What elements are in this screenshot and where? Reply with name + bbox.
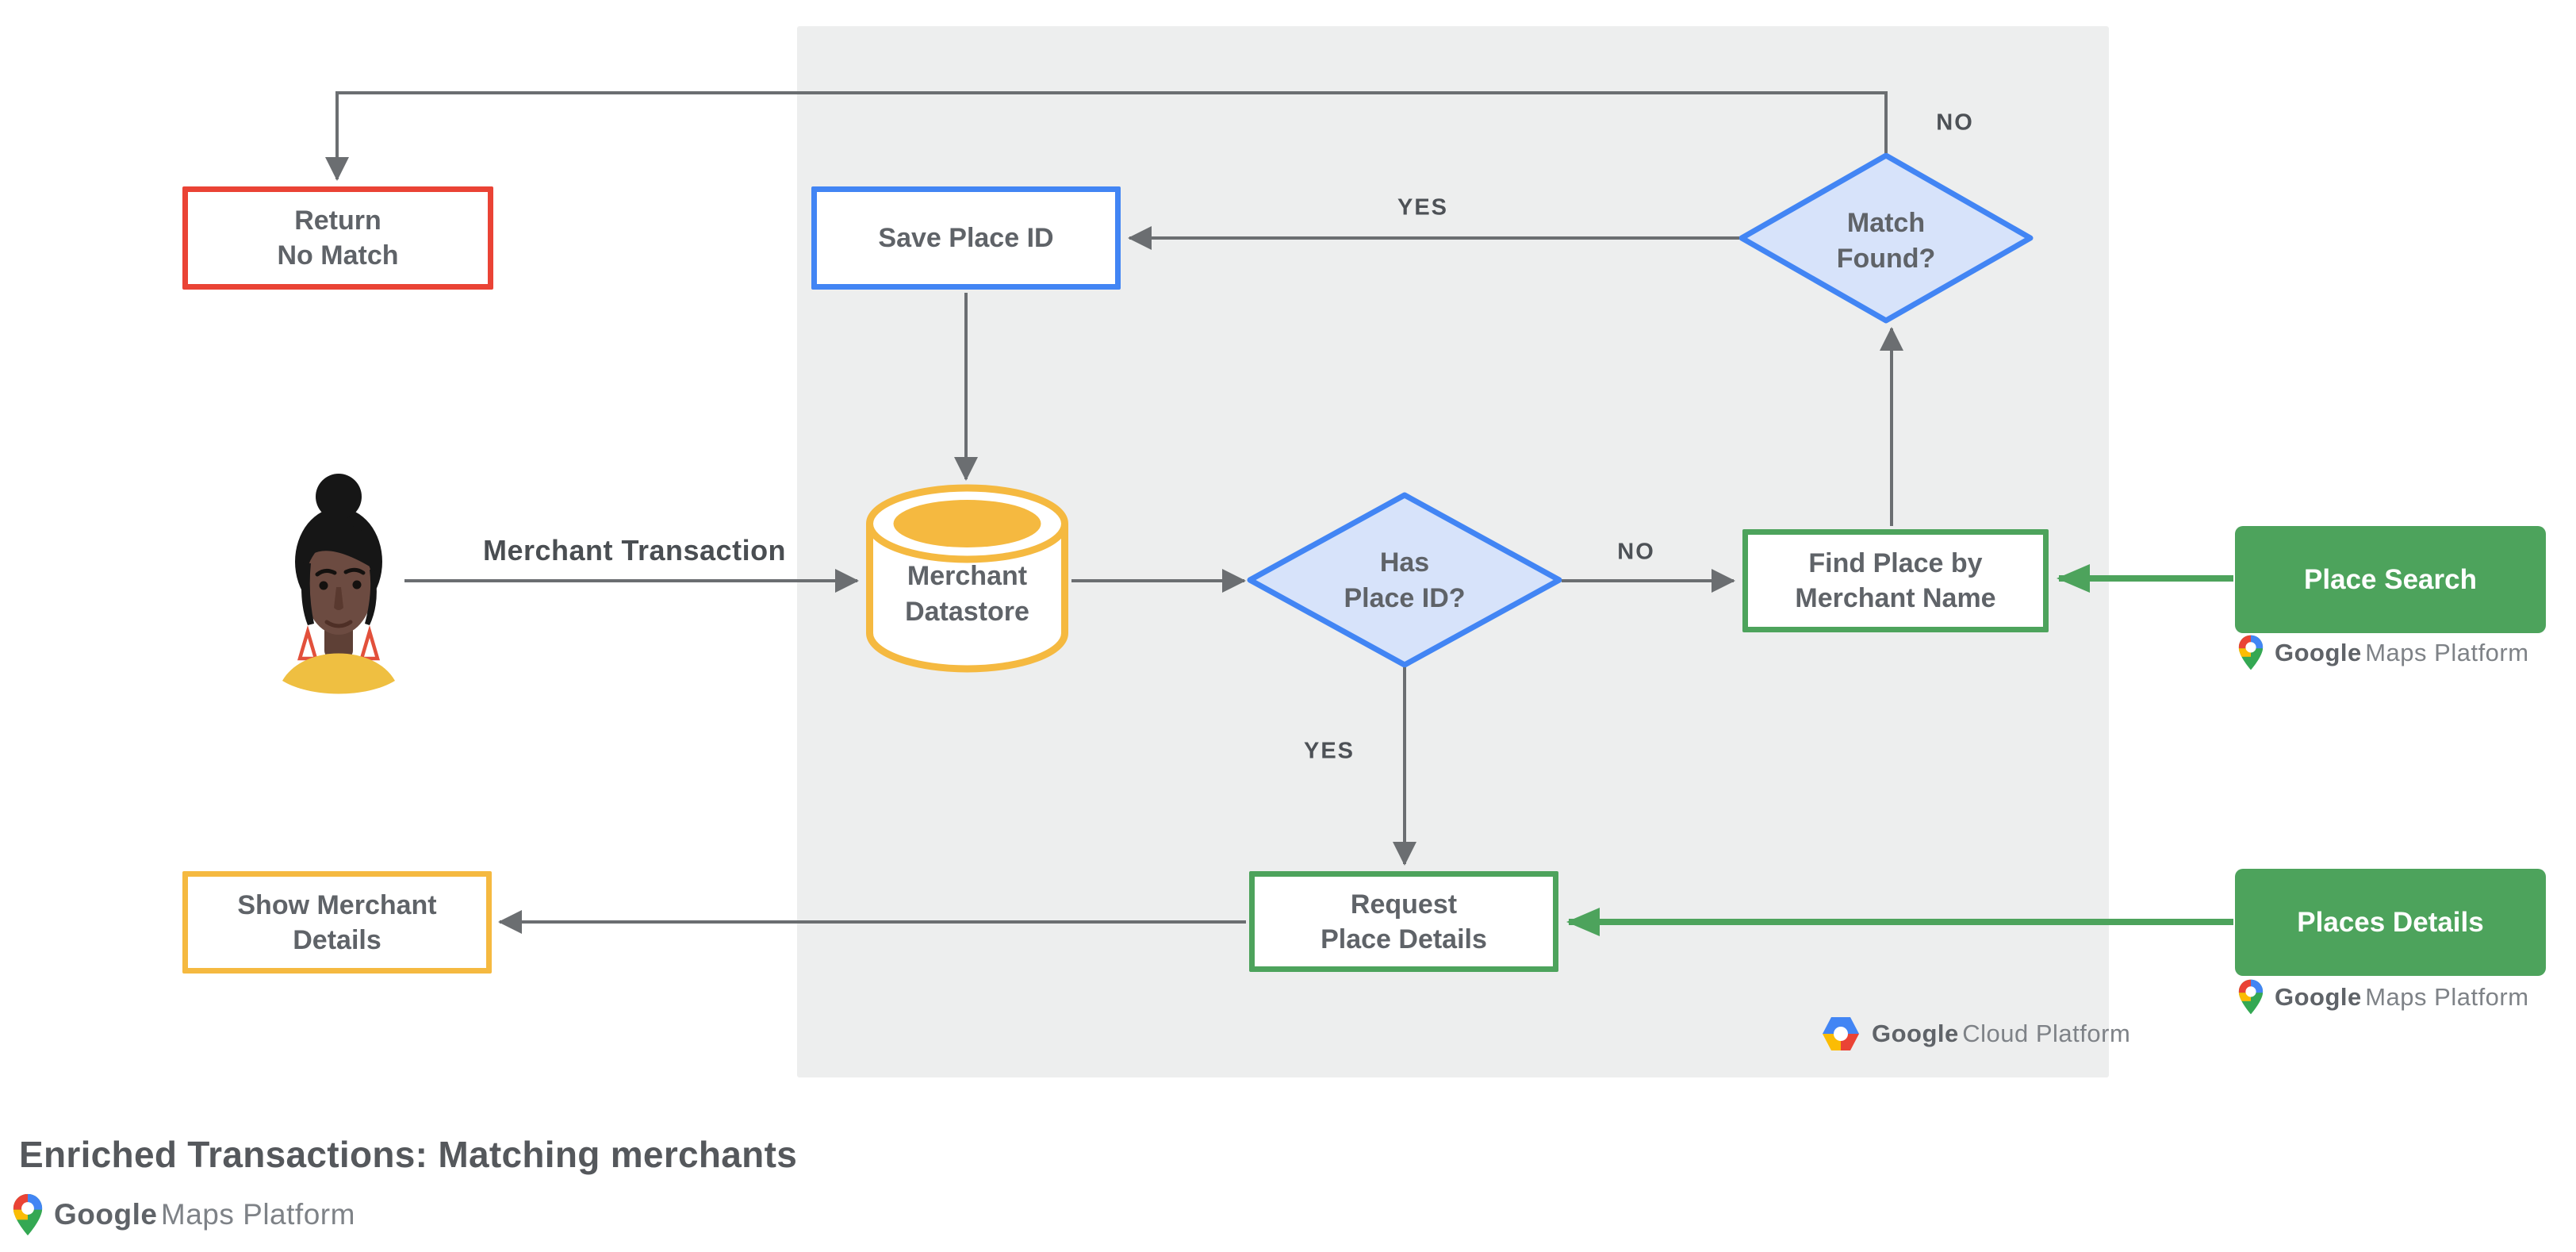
node-label: Has xyxy=(1379,547,1430,578)
logo-text-product: Maps Platform xyxy=(160,1198,355,1231)
node-label: Match xyxy=(1846,208,1926,238)
gmp-wordmark: Google Maps Platform xyxy=(2275,983,2529,1012)
edge-label-merchant-transaction: Merchant Transaction xyxy=(482,534,787,566)
gcp-lockup: Google Cloud Platform xyxy=(1821,1016,2130,1052)
diamond-has-place-id xyxy=(1247,492,1562,668)
label-merchant-datastore: Merchant Datastore xyxy=(868,559,1067,630)
edge-label-has-place-id-no: NO xyxy=(1617,539,1655,565)
gray-arrows xyxy=(325,91,1903,934)
logo-text-google: Google xyxy=(2275,638,2362,666)
gcp-hexagon-icon xyxy=(1823,1017,1859,1050)
person-avatar-icon xyxy=(282,474,395,694)
place-search-api-badge: Place Search xyxy=(2235,526,2546,633)
green-arrows xyxy=(1566,564,2233,936)
node-label: Details xyxy=(293,924,381,955)
node-label: Place ID? xyxy=(1344,583,1466,613)
node-request-place-details: Request Place Details xyxy=(1249,871,1558,972)
logo-text-google: Google xyxy=(2275,982,2362,1011)
logo-text-google: Google xyxy=(1872,1020,1959,1047)
gmp-lockup-place-search: Google Maps Platform xyxy=(2238,635,2529,670)
node-label: Find Place by xyxy=(1808,548,1983,578)
google-maps-pin-icon xyxy=(2238,979,2264,1015)
node-label: Found? xyxy=(1836,244,1936,274)
node-label: Save Place ID xyxy=(878,223,1054,253)
label-has-place-id: Has Place ID? xyxy=(1301,545,1508,616)
gmp-lockup-footer: Google Maps Platform xyxy=(13,1193,355,1236)
logo-text-google: Google xyxy=(54,1198,158,1231)
arrow-matchfound-no-to-return xyxy=(325,91,1888,181)
node-label: Datastore xyxy=(905,597,1029,627)
node-save-place-id: Save Place ID xyxy=(811,186,1121,290)
badge-label: Place Search xyxy=(2304,563,2477,595)
logo-text-product: Cloud Platform xyxy=(1962,1020,2131,1047)
logo-text-product: Maps Platform xyxy=(2365,982,2529,1011)
node-label: Merchant xyxy=(907,561,1028,591)
logo-text-product: Maps Platform xyxy=(2365,638,2529,666)
diamond-match-found xyxy=(1738,152,2034,324)
node-label: No Match xyxy=(277,240,399,271)
places-details-api-badge: Places Details xyxy=(2235,869,2546,976)
datastore-cylinder xyxy=(866,484,1068,673)
node-label: Show Merchant xyxy=(237,889,437,920)
label-match-found: Match Found? xyxy=(1783,205,1989,277)
edge-label-match-found-no: NO xyxy=(1936,109,1974,136)
gcp-wordmark: Google Cloud Platform xyxy=(1872,1020,2130,1048)
gmp-wordmark: Google Maps Platform xyxy=(2275,639,2529,667)
node-find-place-by-merchant-name: Find Place by Merchant Name xyxy=(1742,529,2049,632)
google-maps-pin-icon xyxy=(2238,635,2264,670)
google-maps-pin-icon xyxy=(13,1193,43,1236)
node-return-no-match: Return No Match xyxy=(182,186,493,290)
node-label: Merchant Name xyxy=(1795,583,1996,613)
node-label: Place Details xyxy=(1321,924,1487,954)
node-show-merchant-details: Show Merchant Details xyxy=(182,871,492,974)
edge-label-has-place-id-yes: YES xyxy=(1303,738,1355,764)
gmp-lockup-places-details: Google Maps Platform xyxy=(2238,979,2529,1015)
gmp-wordmark: Google Maps Platform xyxy=(54,1198,355,1231)
customer-avatar xyxy=(279,468,398,701)
badge-label: Places Details xyxy=(2297,906,2484,938)
node-label: Return xyxy=(294,205,381,236)
diagram-title: Enriched Transactions: Matching merchant… xyxy=(19,1134,798,1175)
edge-label-match-found-yes: YES xyxy=(1397,194,1449,221)
node-label: Request xyxy=(1350,889,1458,920)
